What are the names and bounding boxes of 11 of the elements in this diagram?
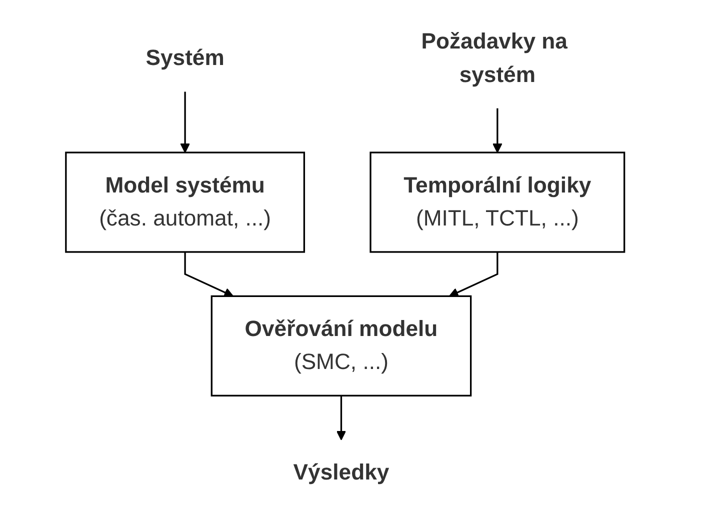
- node-box: Ověřování modelu (SMC, ...): [210, 295, 472, 396]
- node-text: Požadavky na systém: [421, 30, 568, 88]
- node-text: Výsledky: [293, 460, 390, 486]
- arrow: [180, 92, 190, 153]
- node-text: Systém: [146, 46, 224, 71]
- node-box: Temporální logiky (MITL, TCTL, ...): [370, 152, 626, 253]
- arrow: [492, 108, 502, 153]
- node-box: Model systému (čas. automat, ...): [65, 152, 306, 253]
- arrow: [336, 396, 346, 440]
- arrow: [448, 252, 498, 297]
- arrow: [184, 252, 234, 297]
